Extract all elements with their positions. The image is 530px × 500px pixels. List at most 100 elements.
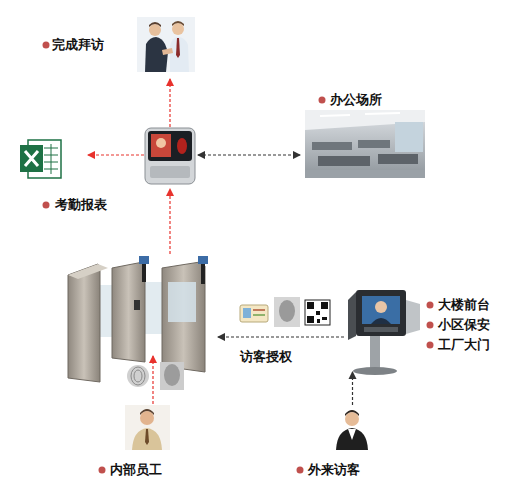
visitor-kiosk: [375, 301, 387, 313]
turnstile-gate: [168, 282, 196, 322]
node-caption: 工厂大门: [438, 336, 490, 354]
visitor-photo: [348, 429, 356, 440]
flow-arrow-illustration: [198, 154, 300, 155]
credential-icons: [240, 305, 268, 322]
biometric-icons: [160, 362, 184, 390]
employee-photo: [145, 429, 149, 445]
visitor-photo: [330, 405, 375, 450]
credential-icons: [321, 302, 328, 309]
employee-photo: [140, 411, 154, 425]
visitor-kiosk: [371, 318, 391, 324]
bullet-dot: [99, 467, 106, 474]
bullet-dot: [43, 202, 50, 209]
biometric-icons: [134, 370, 142, 382]
attendance-terminal: [150, 166, 190, 178]
visitor-kiosk: [348, 292, 356, 340]
visitor-photo: [336, 428, 368, 450]
image-node: 大楼前台小区保安工厂大门: [345, 290, 420, 372]
attendance-terminal: [156, 138, 166, 148]
flow-arrow-illustration: [169, 189, 170, 254]
flow-arrow-illustration: [169, 79, 170, 127]
office-photo: [358, 140, 390, 148]
visitor-kiosk: [353, 367, 397, 375]
attendance-terminal: [151, 134, 171, 157]
turnstile-gate: [162, 262, 205, 372]
credential-icons: [253, 309, 265, 311]
image-node: 考勤报表: [20, 135, 65, 180]
turnstile-gate: [145, 282, 162, 334]
credential-icons: [243, 308, 251, 318]
credential-icons: [307, 302, 314, 309]
bullet-dot: [319, 97, 326, 104]
credential-icons: [240, 297, 330, 327]
flow-arrow-illustration: [88, 154, 144, 155]
attendance-terminal: [145, 128, 195, 184]
turnstile-gate: [68, 264, 108, 279]
office-photo: [305, 170, 425, 178]
excel-icon: [20, 145, 43, 172]
credential-icons: [316, 311, 320, 315]
visitor-kiosk: [356, 290, 406, 336]
biometric-icons: [127, 362, 184, 390]
biometric-icons: [131, 367, 145, 385]
handshake-photo: [149, 24, 161, 36]
visitor-kiosk: [348, 290, 420, 375]
office-photo: [365, 113, 400, 114]
attendance-terminal: [177, 138, 187, 154]
credential-icons: [253, 314, 265, 316]
handshake-photo: [172, 23, 184, 35]
credential-icons: [274, 297, 300, 327]
employee-photo: [132, 428, 162, 450]
handshake-photo: [137, 17, 195, 72]
node-caption: 考勤报表: [55, 196, 107, 214]
handshake-photo: [137, 17, 195, 72]
node-caption: 大楼前台: [438, 296, 490, 314]
attendance-terminal: [148, 131, 192, 161]
flow-arrow-illustration: [88, 79, 344, 404]
credential-icons: [305, 300, 330, 325]
image-node: 完成拜访: [137, 17, 195, 72]
credential-icons: [322, 317, 327, 320]
handshake-photo: [172, 21, 184, 26]
turnstile-gate: [68, 256, 208, 382]
credential-icons: [279, 300, 295, 322]
flow-arrow-illustration: [152, 356, 153, 404]
image-node: 内部员工: [125, 405, 170, 450]
credential-icons: [317, 319, 320, 323]
office-photo: [318, 156, 370, 166]
excel-icon: [20, 140, 61, 178]
turnstile-gate: [112, 262, 145, 362]
visitor-photo: [345, 410, 359, 416]
visitor-kiosk: [406, 300, 420, 334]
biometric-icons: [127, 365, 149, 387]
node-caption: 完成拜访: [52, 36, 104, 54]
flow-label: 访客授权: [240, 348, 292, 366]
office-photo: [312, 142, 352, 150]
office-photo: [395, 122, 423, 152]
office-photo: [305, 110, 425, 178]
handshake-photo: [162, 48, 173, 55]
bullet-dot: [427, 302, 434, 309]
office-photo: [320, 115, 350, 116]
flow-arrow-illustration: [218, 336, 344, 337]
employee-photo: [140, 409, 154, 415]
image-node: 外来访客: [330, 405, 375, 450]
credential-icons: [307, 316, 314, 323]
node-caption: 办公场所: [330, 91, 382, 109]
image-node: 办公场所: [305, 110, 425, 178]
excel-icon: [51, 144, 52, 174]
visitor-kiosk: [362, 296, 400, 324]
attendance-terminal: [145, 128, 195, 184]
handshake-photo: [176, 38, 180, 58]
visitor-kiosk: [364, 327, 398, 332]
bullet-dot: [43, 42, 434, 474]
visitor-photo: [330, 405, 375, 450]
office-photo: [378, 154, 418, 164]
employee-photo: [125, 405, 170, 450]
node-caption: 小区保安: [438, 316, 490, 334]
node-caption: 内部员工: [110, 461, 162, 479]
node-caption: 外来访客: [308, 461, 360, 479]
